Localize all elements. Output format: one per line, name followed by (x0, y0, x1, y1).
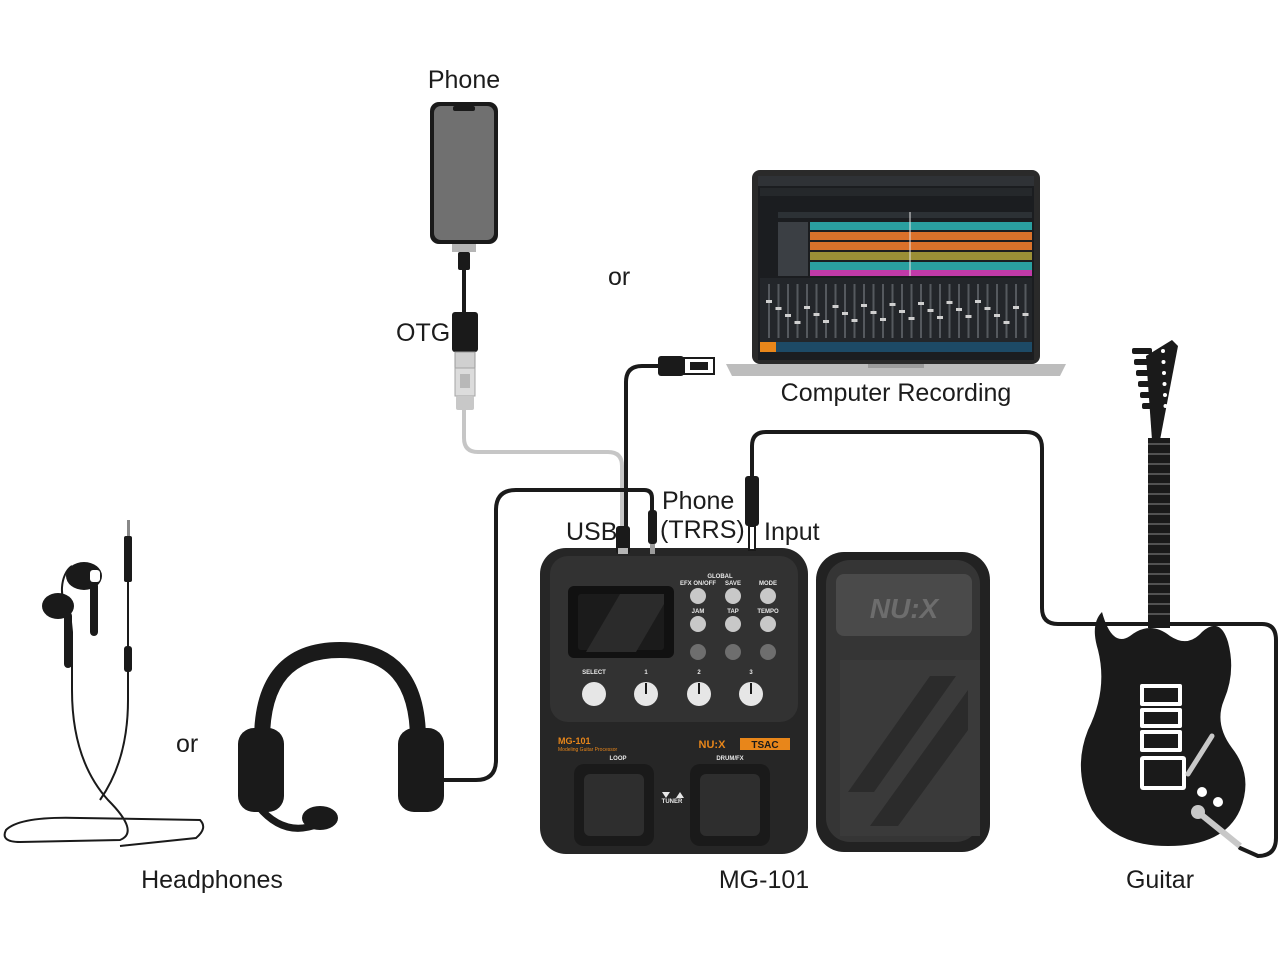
daw-tracks (778, 212, 1032, 276)
svg-text:TUNER: TUNER (662, 799, 683, 805)
otg-usb-cable (462, 406, 624, 530)
guitar-icon (1080, 340, 1246, 849)
pedal-expression-logo: NU:X (870, 593, 941, 624)
phone-port-label-line1: Phone (662, 487, 734, 515)
otg-label: OTG (396, 319, 450, 347)
pedal-brand-logo: NU:X (699, 739, 727, 751)
svg-text:EFX ON/OFF: EFX ON/OFF (680, 581, 716, 587)
guitar-cable (750, 430, 1278, 858)
earbuds-icon (3, 520, 205, 847)
svg-text:SELECT: SELECT (582, 670, 606, 676)
daw-mixer (766, 284, 1029, 338)
guitar-label: Guitar (1126, 866, 1194, 894)
svg-text:LOOP: LOOP (609, 756, 626, 762)
pedal-knobs: SELECT 1 2 3 (582, 670, 763, 706)
usb-port-connector (616, 526, 630, 554)
phone-device (430, 102, 498, 270)
otg-adapter (452, 312, 478, 410)
pedal-button-mode[interactable] (760, 588, 776, 604)
device-label: MG-101 (719, 866, 809, 894)
svg-text:1: 1 (644, 670, 648, 676)
pedal-button-center[interactable] (725, 644, 741, 660)
phone-label: Phone (428, 66, 500, 94)
pedal-button-tap[interactable] (725, 616, 741, 632)
pedal-button-efx[interactable] (690, 588, 706, 604)
phone-port-label-line2: (TRRS) (660, 516, 745, 544)
pedal-button-jam[interactable] (690, 616, 706, 632)
pedal-button-grid: GLOBAL EFX ON/OFF SAVE MODE JAM TAP TEMP… (680, 574, 779, 660)
computer-label: Computer Recording (781, 379, 1012, 407)
input-label: Input (764, 518, 820, 546)
svg-text:TAP: TAP (727, 609, 739, 615)
svg-text:DRUM/FX: DRUM/FX (716, 756, 743, 762)
or-label-left: or (176, 730, 198, 758)
pedal-button-tempo[interactable] (760, 616, 776, 632)
svg-text:GLOBAL: GLOBAL (707, 574, 733, 580)
headset-icon (238, 641, 444, 832)
usb-label: USB (566, 518, 617, 546)
svg-text:SAVE: SAVE (725, 581, 741, 587)
svg-text:TEMPO: TEMPO (757, 609, 779, 615)
laptop-device (726, 170, 1066, 376)
headphone-cable (418, 488, 654, 782)
select-knob[interactable] (582, 682, 606, 706)
pedal-device: NU:X GLOBAL EFX ON/OFF SAVE MODE JAM TAP (540, 476, 990, 854)
pedal-subtitle-text: Modeling Guitar Processor (558, 747, 618, 753)
or-label-top: or (608, 263, 630, 291)
pedal-button-save[interactable] (725, 588, 741, 604)
input-port-connector (745, 476, 759, 526)
usb-plug-laptop (658, 356, 715, 376)
cables (418, 266, 1278, 858)
pedal-model-text: MG-101 (558, 736, 591, 746)
pedal-button-prev[interactable] (690, 644, 706, 660)
headphones-label: Headphones (141, 866, 283, 894)
svg-text:3: 3 (749, 670, 753, 676)
svg-text:MODE: MODE (759, 581, 777, 587)
pedal-button-next[interactable] (760, 644, 776, 660)
pedal-badge: TSAC (751, 740, 778, 751)
svg-text:JAM: JAM (692, 609, 705, 615)
computer-usb-cable (624, 364, 662, 530)
svg-text:2: 2 (697, 670, 701, 676)
phone-port-connector (648, 510, 657, 544)
